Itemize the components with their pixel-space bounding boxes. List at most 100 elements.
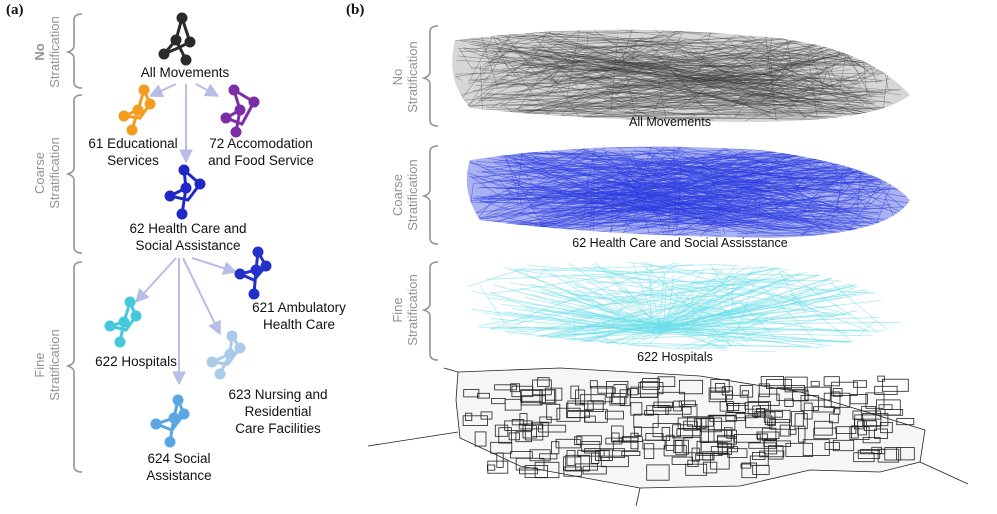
tract-cell (630, 402, 643, 416)
movement-edge (525, 296, 663, 331)
movement-edge (580, 29, 668, 92)
movement-edge (756, 81, 893, 104)
tract-cell (857, 449, 881, 459)
movement-edge (577, 172, 904, 174)
node-label-623: 623 Nursing and Residential Care Facilit… (228, 387, 328, 436)
movement-edge (545, 50, 659, 69)
movement-edge (559, 146, 719, 180)
movement-edge (844, 42, 907, 52)
movement-edge (723, 264, 854, 266)
movement-edge (513, 151, 609, 218)
movement-edge (744, 57, 899, 122)
movement-edge (631, 39, 637, 61)
movement-edge (463, 39, 838, 91)
movement-edge (688, 75, 747, 85)
tract-cell (605, 410, 624, 420)
movement-edge (747, 82, 876, 93)
tier-fine-stratification-a: Fine Stratification (32, 320, 62, 410)
movement-edge (558, 323, 652, 333)
movement-edge (703, 177, 757, 196)
movement-edge (492, 84, 744, 116)
movement-edge (500, 303, 667, 326)
movement-edge (455, 32, 513, 107)
movement-edge (561, 50, 631, 92)
movement-edge (495, 187, 848, 210)
movement-edge (540, 309, 668, 334)
map-label-622: 622 Hospitals (637, 350, 713, 364)
movement-edge (519, 49, 674, 59)
tract-cell (878, 404, 893, 410)
bracket-fine-a (65, 261, 83, 473)
panel-b-label: (b) (346, 2, 365, 18)
movement-edge (676, 289, 749, 344)
tract-cell (863, 420, 877, 431)
movement-edge (618, 115, 792, 120)
movement-edge (624, 59, 871, 114)
movement-edge (699, 39, 721, 51)
movement-edge (494, 323, 661, 330)
arrow-all-to-61 (148, 83, 177, 98)
bracket-coarse-b (421, 145, 439, 245)
movement-edge (625, 74, 821, 80)
movement-edge (659, 61, 808, 91)
movement-edge (541, 64, 718, 71)
tract-cell (675, 439, 689, 455)
tract-cell (877, 375, 885, 382)
movement-edge (606, 192, 869, 233)
movement-edge (459, 51, 802, 55)
movement-edge (455, 44, 638, 98)
movement-edge (478, 44, 546, 102)
movement-edge (680, 86, 778, 115)
tract-cell (871, 446, 882, 454)
movement-edge (478, 322, 664, 335)
tract-cell (644, 410, 654, 416)
movement-edge (654, 29, 742, 82)
movement-edge (757, 186, 762, 228)
movement-edge (645, 167, 778, 195)
tract-cell (646, 464, 670, 481)
tract-cell (884, 447, 902, 461)
movement-edge (651, 268, 777, 333)
movement-edge (549, 37, 819, 51)
movement-edge (651, 261, 779, 328)
movement-edge (640, 151, 724, 176)
node-label-624: 624 Social Assistance (146, 451, 212, 483)
movement-edge (770, 57, 774, 95)
movement-edge (652, 95, 662, 114)
movement-edge (506, 181, 520, 190)
tract-cell (486, 464, 496, 471)
movement-edge (651, 78, 685, 88)
tract-cell (522, 425, 537, 439)
movement-edge (526, 99, 696, 116)
movement-edge (480, 93, 621, 100)
movement-edge (590, 30, 797, 80)
movement-edge (630, 47, 716, 79)
movement-edge (522, 53, 659, 67)
movement-edge (558, 151, 686, 213)
movement-edge (501, 56, 845, 113)
movement-edge (525, 32, 672, 64)
movement-edge (457, 31, 763, 48)
movement-edge (587, 146, 597, 187)
tract-cell (700, 417, 722, 433)
movement-edge (616, 63, 819, 79)
movement-edge (660, 277, 789, 324)
tract-cell (643, 443, 655, 460)
tier-no-b-line2: Stratification (405, 41, 420, 113)
movement-edge (461, 68, 823, 101)
movement-map-all (452, 29, 910, 123)
movement-edge (560, 106, 642, 121)
movement-edge (618, 289, 730, 312)
tract-cell (853, 380, 868, 388)
movement-edge (566, 32, 580, 96)
movement-edge (538, 199, 866, 218)
movement-edge (777, 97, 890, 103)
tier-coarse-stratification-b: Coarse Stratification (390, 150, 420, 240)
movement-edge (658, 272, 666, 327)
tier-coarse-stratification-a: Coarse Stratification (32, 128, 62, 218)
tract-cell (726, 403, 740, 412)
movement-edge (706, 86, 886, 98)
tract-cell (763, 409, 791, 423)
movement-edge (522, 274, 824, 341)
movement-edge (666, 289, 815, 329)
